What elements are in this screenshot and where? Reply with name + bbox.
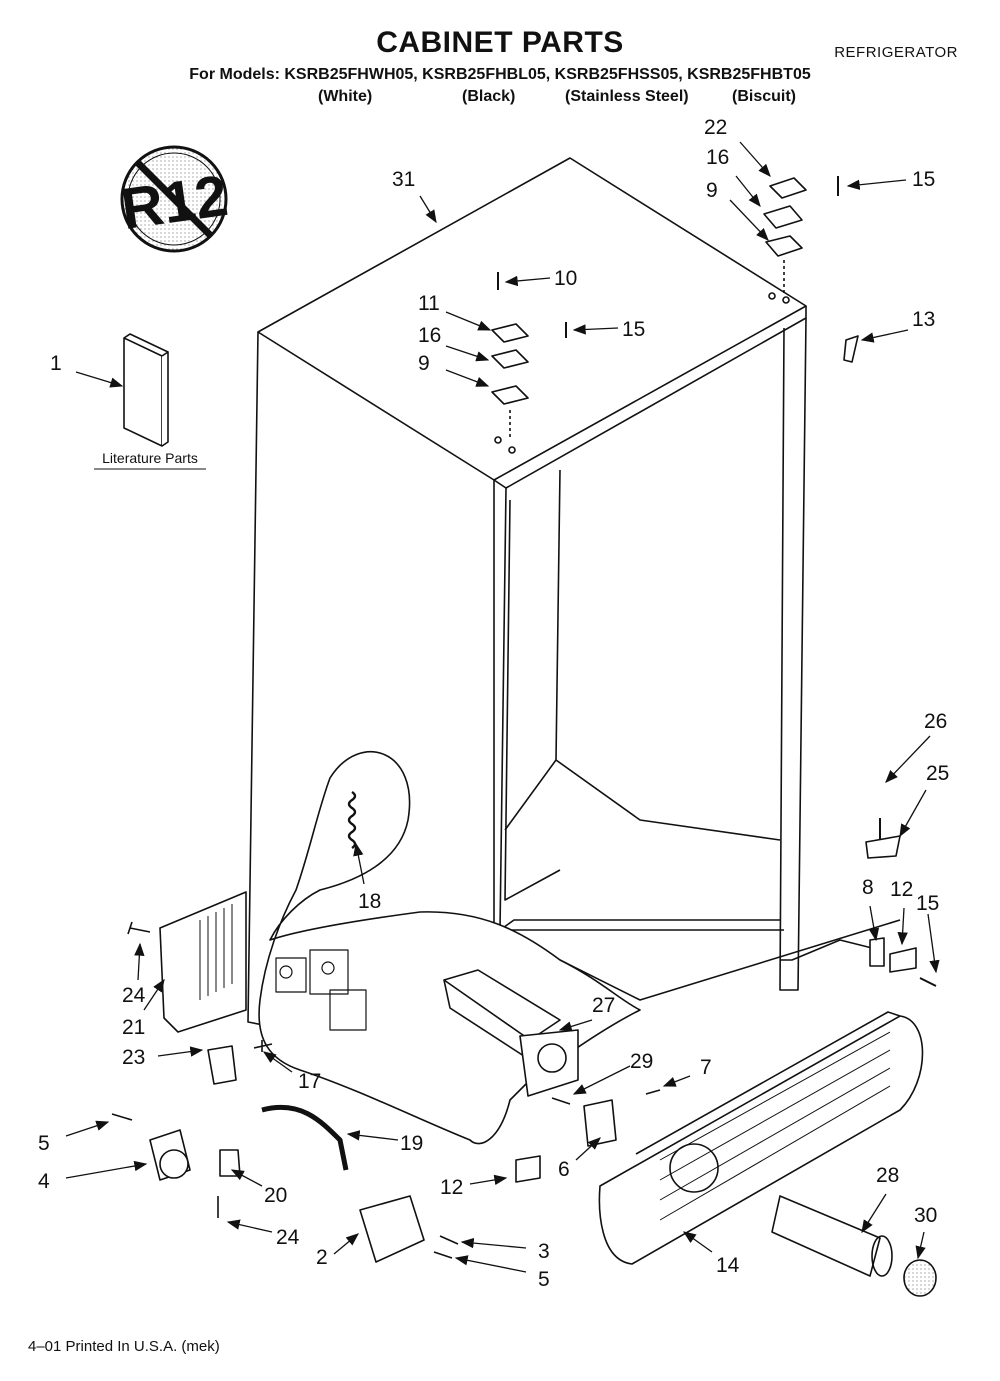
hinge-screws [433, 1235, 459, 1259]
callout-22: 22 [704, 116, 727, 139]
callout-16-mid: 16 [418, 324, 441, 347]
screw-24-upper [127, 921, 151, 935]
callout-9-mid: 9 [418, 352, 430, 375]
callout-7: 7 [700, 1056, 712, 1079]
drain-tube [261, 1104, 349, 1171]
callout-16-top: 16 [706, 146, 729, 169]
callout-12-lower: 12 [440, 1176, 463, 1199]
variant-biscuit: (Biscuit) [732, 88, 796, 105]
variant-black: (Black) [462, 88, 516, 105]
literature-parts-label: Literature Parts [102, 450, 198, 466]
water-inlet-duct [443, 969, 579, 1097]
callout-24-upper: 24 [122, 984, 146, 1007]
callout-4: 4 [38, 1170, 50, 1193]
bracket-25 [865, 835, 901, 859]
callout-13: 13 [912, 308, 935, 331]
callout-18: 18 [358, 890, 381, 913]
callout-28: 28 [876, 1164, 899, 1187]
callout-15-mid: 15 [622, 318, 645, 341]
callout-5-lower: 5 [538, 1268, 550, 1291]
callout-17: 17 [298, 1070, 321, 1093]
callout-numbers: 31 22 16 9 15 10 11 15 16 9 13 1 26 25 8… [38, 116, 949, 1291]
grille-screws [551, 1089, 661, 1105]
part-13-clip [843, 335, 859, 363]
variant-stainless: (Stainless Steel) [565, 88, 689, 105]
leader-lines [65, 141, 940, 1273]
variant-white: (White) [318, 88, 373, 105]
water-filter [771, 1195, 893, 1277]
callout-1: 1 [50, 352, 62, 375]
caster-wheel [149, 1129, 191, 1181]
callout-15-right: 15 [916, 892, 939, 915]
part-17-screw [253, 1040, 273, 1052]
models-line: For Models: KSRB25FHWH05, KSRB25FHBL05, … [189, 66, 811, 83]
callout-21: 21 [122, 1016, 145, 1039]
part-12-right [889, 947, 917, 973]
top-right-hinge [763, 176, 839, 304]
callout-29: 29 [630, 1050, 653, 1073]
part-23-bracket [207, 1045, 237, 1085]
part-12-lower [515, 1155, 541, 1183]
callout-2: 2 [316, 1246, 328, 1269]
callout-15-top: 15 [912, 168, 935, 191]
callout-27: 27 [592, 994, 615, 1017]
drain-spring [347, 791, 357, 849]
callout-20: 20 [264, 1184, 287, 1207]
callout-3: 3 [538, 1240, 550, 1263]
callout-8: 8 [862, 876, 874, 899]
page-title: CABINET PARTS [376, 26, 624, 59]
filter-cap [903, 1259, 937, 1297]
callout-19: 19 [400, 1132, 423, 1155]
callout-31: 31 [392, 168, 415, 191]
literature-booklet [94, 333, 206, 470]
print-footer: 4–01 Printed In U.S.A. (mek) [28, 1338, 220, 1355]
callout-11: 11 [418, 292, 440, 315]
callout-6: 6 [558, 1158, 570, 1181]
callout-30: 30 [914, 1204, 937, 1227]
callout-25: 25 [926, 762, 949, 785]
callout-12-right: 12 [890, 878, 913, 901]
callout-14: 14 [716, 1254, 740, 1277]
part-8 [869, 937, 885, 967]
screw-15-right [919, 977, 937, 987]
callout-23: 23 [122, 1046, 145, 1069]
caster-screw [111, 1113, 133, 1121]
callout-9-top: 9 [706, 179, 718, 202]
relay-components [275, 949, 367, 1031]
lower-hinge [359, 1195, 425, 1263]
top-center-hinge [491, 272, 567, 454]
callout-10: 10 [554, 267, 577, 290]
control-panel-bracket [159, 891, 247, 1033]
callout-24-lower: 24 [276, 1226, 300, 1249]
no-r12-badge: R12 [117, 145, 232, 253]
base-grille [598, 1011, 924, 1265]
appliance-category: REFRIGERATOR [834, 44, 958, 61]
callout-26: 26 [924, 710, 947, 733]
part-6-bracket [583, 1099, 617, 1147]
callout-5-left: 5 [38, 1132, 50, 1155]
